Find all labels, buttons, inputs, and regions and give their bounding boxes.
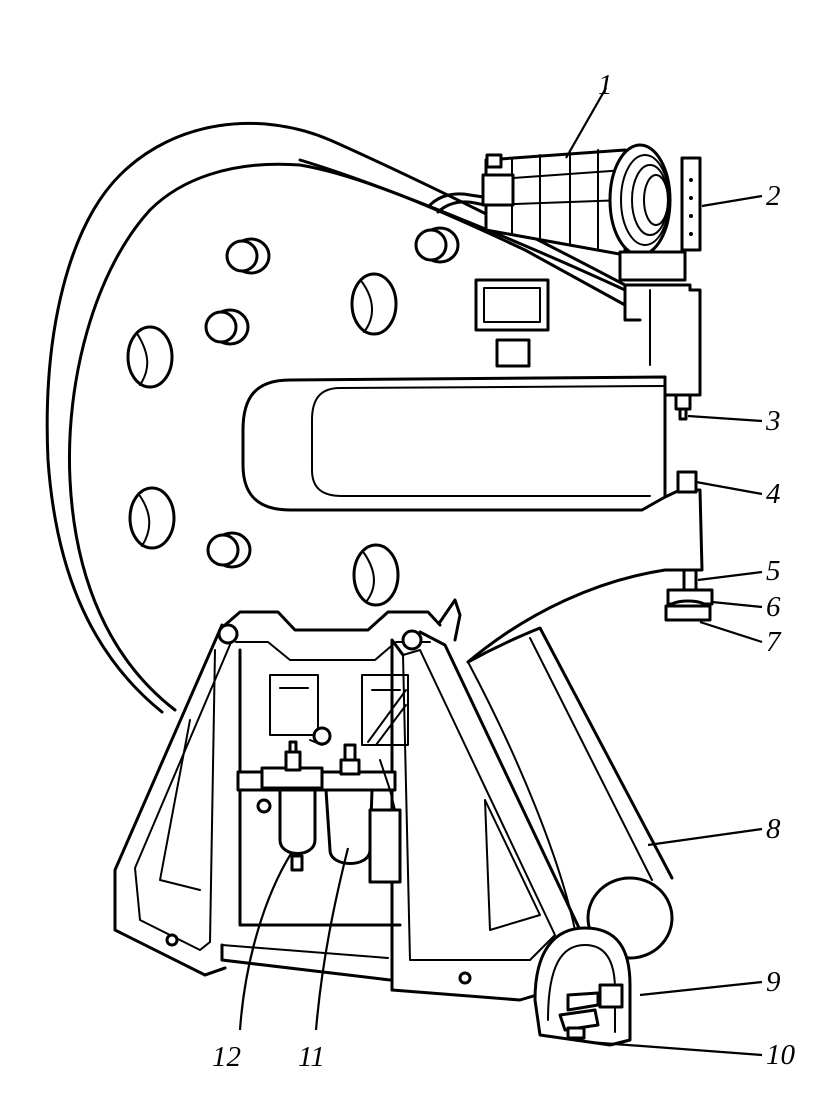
label-7: 7: [766, 626, 782, 658]
frame-holes: [126, 272, 400, 607]
lower-die: [676, 470, 698, 494]
air-hose: [428, 192, 492, 207]
air-filter-units: [236, 689, 407, 884]
label-11: 11: [298, 1041, 325, 1073]
control-panel: [474, 278, 550, 368]
label-3: 3: [765, 405, 781, 437]
label-4: 4: [766, 478, 781, 510]
label-9: 9: [766, 966, 781, 998]
label-1: 1: [598, 69, 613, 101]
part-labels: 1 2 3 4 5 6 7 8 9 10 11 12: [212, 69, 796, 1073]
label-12: 12: [212, 1041, 241, 1073]
bolt-icon: [225, 237, 271, 275]
foot-pedal-unit: [533, 876, 674, 1047]
label-6: 6: [766, 591, 781, 623]
label-8: 8: [766, 813, 781, 845]
label-10: 10: [766, 1039, 796, 1071]
motor: [481, 148, 627, 257]
label-5: 5: [766, 555, 781, 587]
c-frame: [45, 121, 704, 714]
bolt-icon: [206, 531, 252, 569]
frame-bolts: [204, 226, 460, 569]
flywheel: [608, 143, 702, 282]
adjusting-screw: [664, 568, 714, 622]
label-2: 2: [766, 180, 781, 212]
bolt-icon: [414, 226, 460, 264]
upper-punch: [674, 393, 692, 421]
bolt-icon: [204, 308, 250, 346]
leader-lines: [238, 87, 763, 1057]
